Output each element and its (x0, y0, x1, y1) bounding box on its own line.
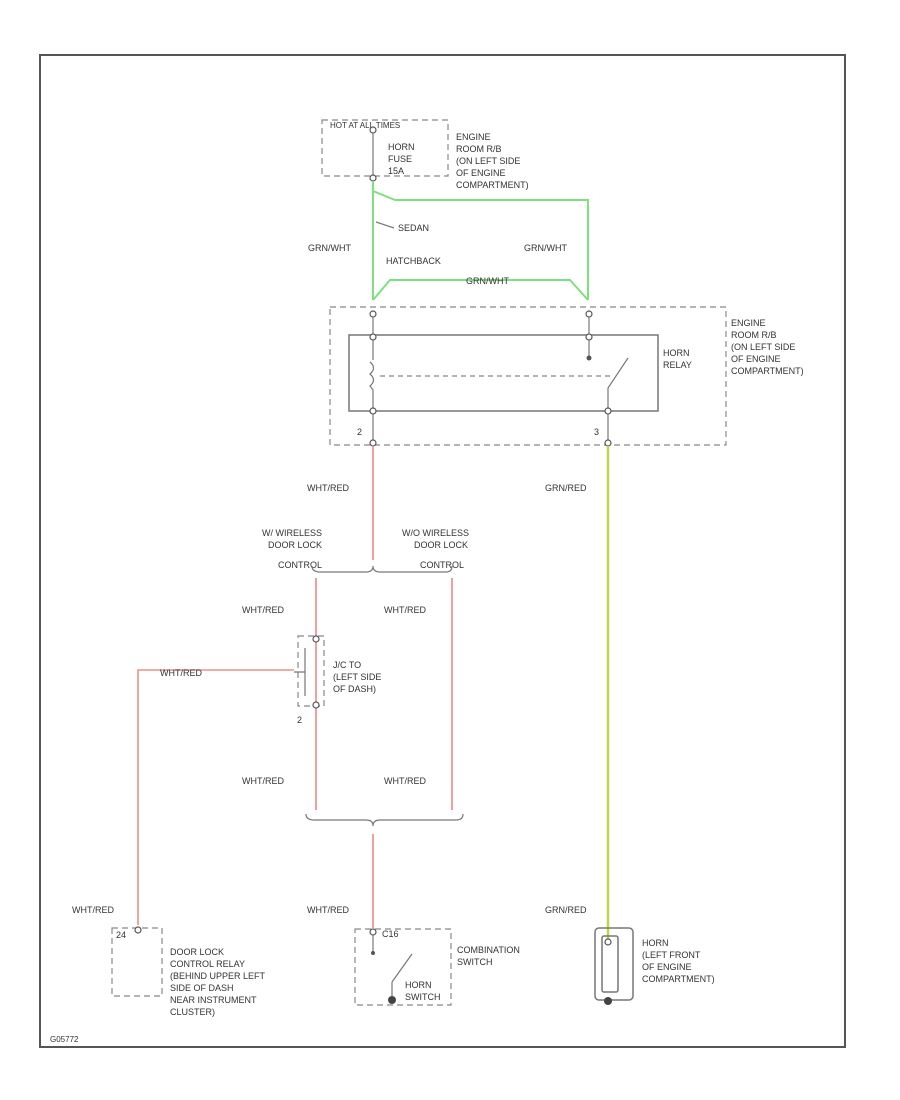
relay-pin-left-label: 2 (357, 427, 362, 437)
horn-switch-ground-icon (388, 996, 396, 1004)
relay-location-2: ROOM R/B (731, 330, 777, 340)
junction-name-2: (LEFT SIDE (333, 672, 381, 682)
combination-switch-terminal (369, 928, 377, 936)
relay-terminal-bottom-right (604, 407, 612, 415)
horn-name-3: OF ENGINE (642, 962, 692, 972)
combination-switch-name-1: COMBINATION (457, 945, 520, 955)
door-lock-relay-pin: 24 (116, 930, 126, 940)
without-wireless-2: DOOR LOCK (414, 540, 468, 550)
with-wireless-1: W/ WIRELESS (262, 528, 322, 538)
horn-name-4: COMPARTMENT) (642, 974, 715, 984)
door-lock-relay-name-5: NEAR INSTRUMENT (170, 995, 257, 1005)
with-wireless-3: CONTROL (278, 560, 322, 570)
horn-switch-contact (371, 951, 375, 955)
relay-name-2: RELAY (663, 360, 692, 370)
junction-connector (297, 635, 325, 707)
without-wireless-1: W/O WIRELESS (402, 528, 469, 538)
fuse-supply-label: HOT AT ALL TIMES (330, 121, 400, 130)
relay-location-4: OF ENGINE (731, 354, 781, 364)
horn-relay-box (348, 334, 659, 412)
sedan-pointer (375, 221, 395, 229)
door-lock-relay-name-2: CONTROL RELAY (170, 959, 245, 969)
grn-wht-right-label: GRN/WHT (524, 243, 567, 253)
fuse-location-2: ROOM R/B (456, 144, 502, 154)
grn-red-label-1: GRN/RED (545, 483, 587, 493)
relay-pin-2 (369, 439, 377, 447)
wht-red-label-1: WHT/RED (307, 483, 349, 493)
junction-pin-label: 2 (297, 715, 302, 725)
with-wireless-2: DOOR LOCK (268, 540, 322, 550)
relay-coil (369, 340, 375, 408)
fuse-box (321, 119, 449, 177)
junction-top-terminal (312, 635, 320, 643)
grn-wht-mid-label: GRN/WHT (466, 276, 509, 286)
relay-location-1: ENGINE (731, 318, 766, 328)
junction-bus (294, 648, 306, 696)
relay-room-box (329, 306, 727, 446)
wht-red-door-lock-wire (137, 669, 294, 925)
relay-location-5: COMPARTMENT) (731, 366, 804, 376)
wht-red-label-4: WHT/RED (160, 668, 202, 678)
door-lock-relay-name-6: CLUSTER) (170, 1007, 215, 1017)
relay-location-3: (ON LEFT SIDE (731, 342, 795, 352)
combination-switch-pin: C16 (382, 929, 399, 939)
door-lock-relay-terminal (134, 926, 142, 934)
fuse-location-3: (ON LEFT SIDE (456, 156, 520, 166)
wht-red-label-3: WHT/RED (384, 605, 426, 615)
junction-name-1: J/C TO (333, 660, 361, 670)
relay-name-1: HORN (663, 348, 690, 358)
horn-switch-name-2: SWITCH (405, 992, 441, 1002)
fuse-name-3: 15A (388, 166, 404, 176)
door-lock-relay-name-4: SIDE OF DASH (170, 983, 234, 993)
horn-switch-name-1: HORN (405, 980, 432, 990)
horn-terminal (604, 938, 612, 946)
relay-terminal-bottom-left (369, 407, 377, 415)
fuse-top-terminal (369, 126, 377, 134)
horn-body (594, 927, 634, 1001)
fuse-location-4: OF ENGINE (456, 168, 506, 178)
relay-terminal-contact-top (585, 333, 593, 341)
junction-name-3: OF DASH) (333, 684, 376, 694)
wht-red-label-5: WHT/RED (72, 905, 114, 915)
hatchback-label: HATCHBACK (386, 256, 441, 266)
horn-switch-arm (391, 953, 413, 983)
grn-wht-wire (372, 181, 589, 301)
fuse-bottom-terminal (369, 174, 377, 182)
relay-terminal-top-left (369, 310, 377, 318)
option-join-brace (305, 813, 464, 827)
wht-red-label-7: WHT/RED (384, 776, 426, 786)
horn-name-2: (LEFT FRONT (642, 950, 701, 960)
relay-fixed-contact (586, 355, 592, 361)
door-lock-relay-name-1: DOOR LOCK (170, 947, 224, 957)
wht-red-label-6: WHT/RED (242, 776, 284, 786)
wht-red-label-2: WHT/RED (242, 605, 284, 615)
fuse-name-2: FUSE (388, 154, 412, 164)
combination-switch-box (354, 928, 452, 1006)
sedan-label: SEDAN (398, 223, 429, 233)
fuse-location-5: COMPARTMENT) (456, 180, 529, 190)
combination-switch-name-2: SWITCH (457, 957, 493, 967)
relay-terminal-top-right (585, 310, 593, 318)
relay-terminal-coil-top (369, 333, 377, 341)
horn-ground-icon (604, 997, 612, 1005)
diagram-frame (39, 54, 846, 1048)
figure-id: G05772 (50, 1035, 79, 1044)
door-lock-relay-name-3: (BEHIND UPPER LEFT (170, 971, 266, 981)
wht-red-label-8: WHT/RED (307, 905, 349, 915)
grn-red-label-2: GRN/RED (545, 905, 587, 915)
grn-wht-left-label: GRN/WHT (308, 243, 351, 253)
without-wireless-3: CONTROL (420, 560, 464, 570)
horn-name-1: HORN (642, 938, 669, 948)
option-split-brace (311, 565, 453, 573)
fuse-location-1: ENGINE (456, 132, 491, 142)
fuse-name-1: HORN (388, 142, 415, 152)
relay-pin-right-label: 3 (594, 427, 599, 437)
relay-switch-arm (607, 357, 629, 389)
horn-coil (601, 935, 619, 993)
relay-pin-3 (604, 439, 612, 447)
junction-bottom-terminal (312, 701, 320, 709)
